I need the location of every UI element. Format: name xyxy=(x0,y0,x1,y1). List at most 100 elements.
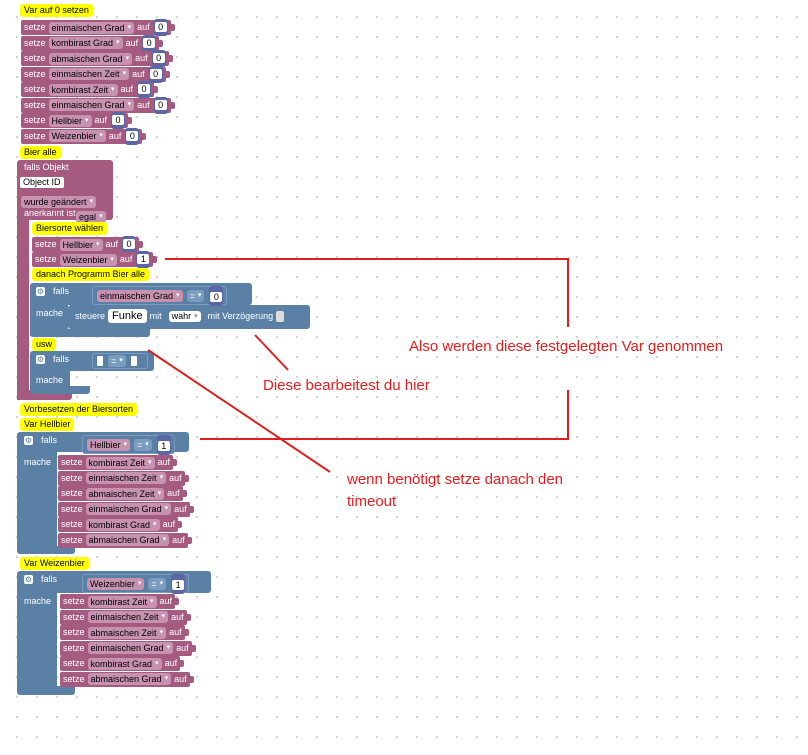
operator-dropdown[interactable]: = xyxy=(186,289,205,302)
trigger-bottom xyxy=(17,390,72,400)
egal-dropdown[interactable]: egal xyxy=(75,207,107,225)
variable-dropdown[interactable]: einmaischen Zeit xyxy=(85,472,167,484)
comment-bier-alle[interactable]: Bier alle xyxy=(20,146,61,159)
value-field[interactable]: 0 xyxy=(122,236,137,253)
setze-label: setze xyxy=(35,254,57,264)
value-field[interactable]: 1 xyxy=(136,251,151,268)
set-variable-block[interactable]: setzeHellbierauf0 xyxy=(21,112,133,129)
device-field[interactable]: Funke xyxy=(108,309,147,323)
variable-dropdown[interactable]: einmaischen Grad xyxy=(87,642,174,654)
anerkannt-label: anerkannt ist xyxy=(24,208,76,218)
comment-danach[interactable]: danach Programm Bier alle xyxy=(32,268,150,281)
value-field[interactable]: 0 xyxy=(153,96,168,114)
set-variable-block[interactable]: setzeWeizenbierauf1 xyxy=(32,251,158,268)
arrow-line-wenn xyxy=(147,349,331,473)
variable-dropdown[interactable]: abmaischen Zeit xyxy=(85,487,165,500)
setze-label: setze xyxy=(24,99,46,110)
setze-label: setze xyxy=(63,642,85,653)
steuere-block[interactable]: steuere Funke mit wahr mit Verzögerung xyxy=(72,307,308,325)
empty-condition[interactable]: = xyxy=(92,353,148,369)
variable-dropdown[interactable]: abmaischen Grad xyxy=(85,534,170,546)
delay-checkbox[interactable] xyxy=(276,310,285,322)
variable-dropdown[interactable]: einmaischen Zeit xyxy=(48,68,130,80)
value-field[interactable]: 0 xyxy=(111,112,126,129)
variable-dropdown[interactable]: kombirast Grad xyxy=(85,518,160,531)
condition-value[interactable]: 1 xyxy=(171,573,186,594)
setze-label: setze xyxy=(61,472,83,483)
value-field[interactable]: 0 xyxy=(148,65,163,83)
gear-icon[interactable]: ⚙ xyxy=(36,355,45,364)
auf-label: auf xyxy=(171,611,184,622)
comment-usw[interactable]: usw xyxy=(32,338,57,351)
auf-label: auf xyxy=(157,457,171,467)
variable-dropdown[interactable]: kombirast Zeit xyxy=(87,595,157,608)
variable-dropdown[interactable]: Weizenbier xyxy=(48,130,106,142)
variable-dropdown[interactable]: einmaischen Grad xyxy=(48,99,135,111)
gear-icon[interactable]: ⚙ xyxy=(24,575,33,584)
falls-label: falls xyxy=(53,354,70,364)
value-field[interactable]: 0 xyxy=(142,34,157,52)
auf-label: auf xyxy=(135,53,148,63)
condition-variable[interactable]: Hellbier xyxy=(87,438,131,451)
condition-value[interactable]: 1 xyxy=(156,434,171,455)
variable-dropdown[interactable]: abmaischen Grad xyxy=(87,673,172,685)
variable-dropdown[interactable]: einmaischen Zeit xyxy=(87,611,169,623)
gear-icon[interactable]: ⚙ xyxy=(24,436,33,445)
condition-hellbier[interactable]: Hellbier = 1 xyxy=(82,434,175,455)
object-id-field[interactable]: Object ID xyxy=(20,177,64,188)
comment-biersorte[interactable]: Biersorte wählen xyxy=(32,222,108,235)
variable-dropdown[interactable]: Hellbier xyxy=(59,238,103,251)
value-field[interactable]: 0 xyxy=(125,127,140,145)
condition-einmaischen[interactable]: einmaischen Grad = 0 xyxy=(92,285,228,306)
set-variable-block[interactable]: setzeWeizenbierauf0 xyxy=(21,127,147,145)
condition-variable[interactable]: Weizenbier xyxy=(87,577,145,590)
value-field[interactable]: 0 xyxy=(151,50,166,67)
value-field[interactable]: 0 xyxy=(137,81,152,98)
operator-dropdown[interactable]: = xyxy=(134,438,152,451)
state-dropdown[interactable]: wahr xyxy=(168,310,201,322)
variable-dropdown[interactable]: einmaischen Grad xyxy=(48,21,135,34)
wurde-geaendert-dropdown[interactable]: wurde geändert xyxy=(20,192,97,210)
comment-var-weizen[interactable]: Var Weizenbier xyxy=(20,557,89,570)
variable-dropdown[interactable]: abmaischen Zeit xyxy=(87,626,167,639)
variable-dropdown[interactable]: kombirast Grad xyxy=(48,37,123,49)
condition-value[interactable]: 0 xyxy=(209,285,224,306)
variable-dropdown[interactable]: kombirast Grad xyxy=(87,657,162,670)
condition-variable[interactable]: einmaischen Grad xyxy=(97,289,183,302)
condition-weizen[interactable]: Weizenbier = 1 xyxy=(82,573,190,594)
variable-dropdown[interactable]: kombirast Zeit xyxy=(85,456,155,469)
operator-dropdown[interactable]: = xyxy=(148,577,167,590)
trigger-block[interactable] xyxy=(17,160,113,220)
variable-dropdown[interactable]: Weizenbier xyxy=(59,253,117,266)
comment-vorbesetzen[interactable]: Vorbesetzen der Biersorten xyxy=(20,403,138,416)
value-field[interactable]: 0 xyxy=(153,19,168,36)
variable-dropdown[interactable]: kombirast Zeit xyxy=(48,83,118,96)
variable-dropdown[interactable]: Hellbier xyxy=(48,114,92,127)
gear-icon[interactable]: ⚙ xyxy=(36,287,45,296)
variable-dropdown[interactable]: einmaischen Grad xyxy=(85,503,172,515)
comment-var-hellbier[interactable]: Var Hellbier xyxy=(20,418,75,431)
mache-label: mache xyxy=(24,457,52,467)
variable-dropdown[interactable]: abmaischen Grad xyxy=(48,52,133,65)
auf-label: auf xyxy=(164,658,178,668)
set-variable-block[interactable]: setzeHellbierauf0 xyxy=(32,236,144,253)
comment-var-null[interactable]: Var auf 0 setzen xyxy=(20,4,93,17)
